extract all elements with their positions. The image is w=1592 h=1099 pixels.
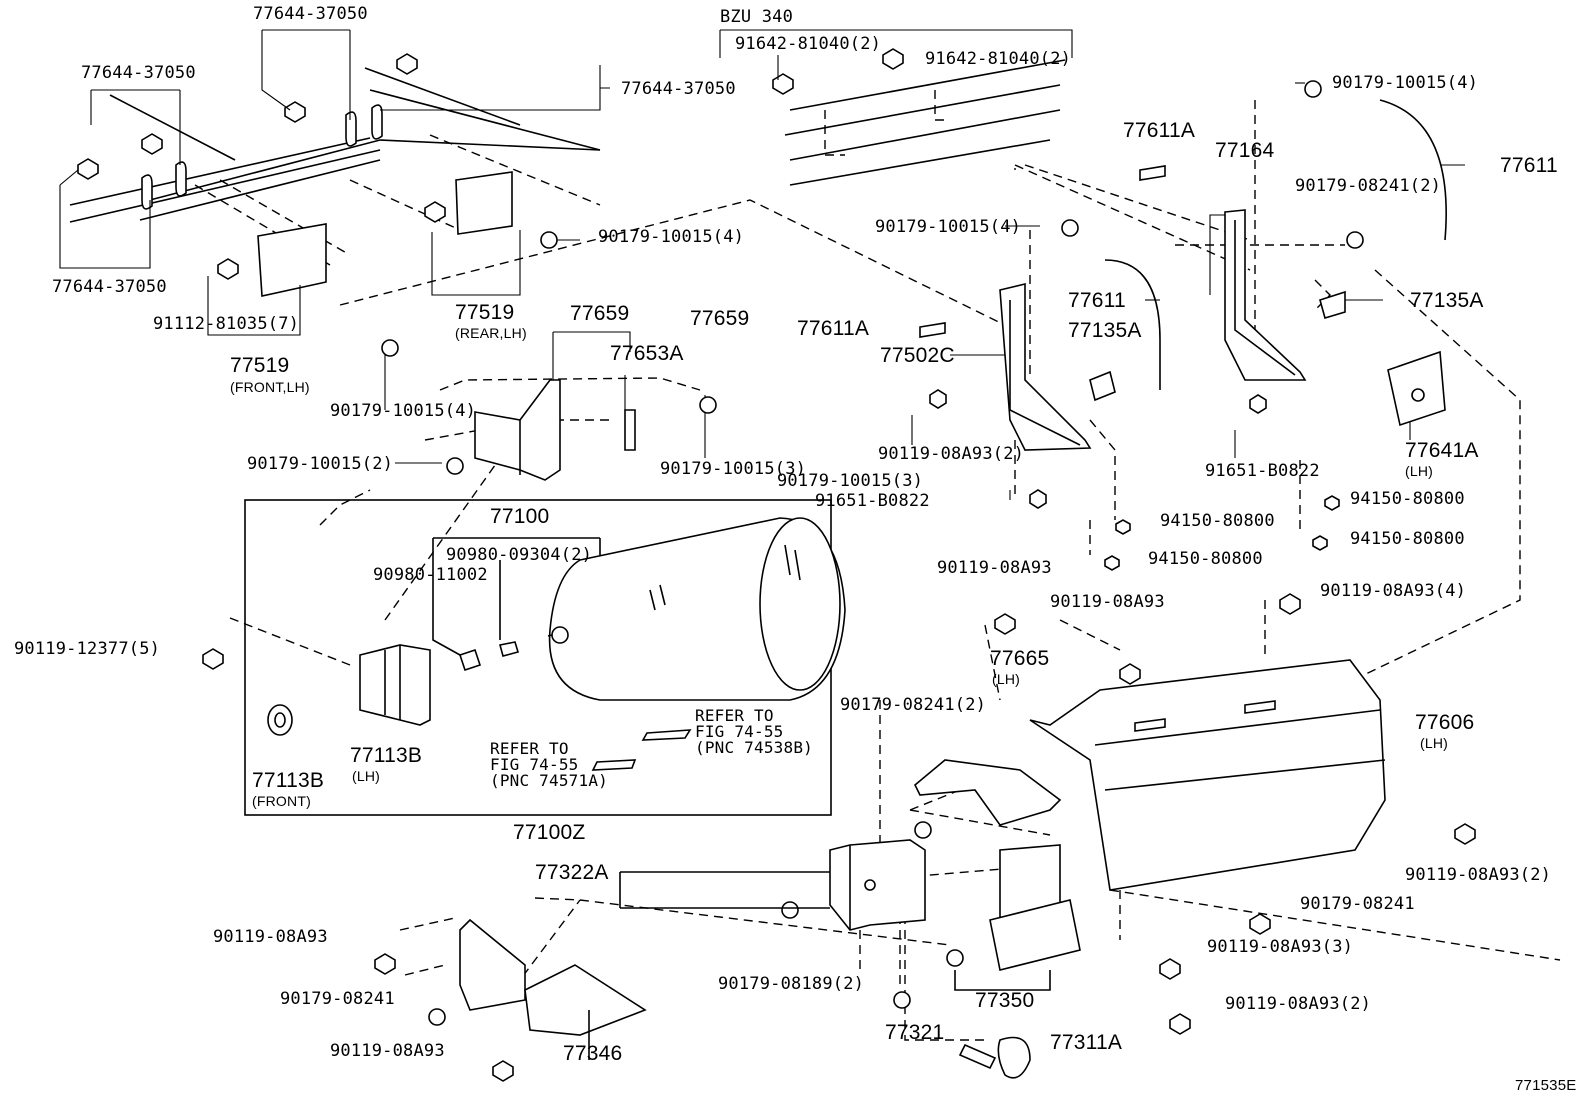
part-label: 90179-10015(3)	[777, 471, 924, 491]
part-label: 77611	[1068, 289, 1126, 312]
part-label: 91651-B0822	[815, 491, 930, 511]
bracket-77322A	[619, 839, 1081, 1009]
part-label: 90119-08A93	[937, 558, 1052, 578]
part-label: 90179-10015(4)	[875, 217, 1022, 237]
bracket-77346	[374, 918, 647, 1082]
part-label: 77346	[563, 1042, 623, 1065]
cng-cylinder-77100	[432, 517, 846, 771]
part-label: 77641A	[1405, 439, 1479, 462]
part-label: 77611A	[797, 317, 870, 340]
part-label: 90179-10015(4)	[1332, 73, 1479, 93]
part-label: 91642-81040(2)	[925, 49, 1072, 69]
part-sublabel: (LH)	[1405, 463, 1434, 479]
reference-note: (PNC 74571A)	[490, 771, 608, 790]
valve-77321-77311A	[958, 1036, 1031, 1079]
mounting-plates-77519	[257, 171, 513, 297]
part-label: 90179-08241(2)	[840, 695, 987, 715]
part-label: 90119-08A93(2)	[878, 444, 1025, 464]
part-sublabel: (REAR,LH)	[455, 325, 527, 341]
part-sublabel: (FRONT,LH)	[230, 379, 310, 395]
part-label: 77653A	[610, 342, 684, 365]
part-label: 77644-37050	[52, 277, 167, 297]
part-label: 77606	[1415, 711, 1475, 734]
part-label: 90179-10015(2)	[247, 454, 394, 474]
diagram-id: 771535E	[1515, 1077, 1577, 1094]
part-label: 90119-08A93(2)	[1225, 994, 1372, 1014]
part-sublabel: (LH)	[352, 768, 381, 784]
dashed-connections	[229, 100, 1561, 1041]
part-label: 94150-80800	[1350, 529, 1465, 549]
part-label: 91642-81040(2)	[735, 34, 882, 54]
frame-bracket-77502C	[919, 80, 1447, 571]
part-label: 90179-10015(3)	[660, 459, 807, 479]
part-label: 90179-10015(4)	[330, 401, 477, 421]
part-label: 77611A	[1123, 119, 1196, 142]
part-label: 77611	[1500, 154, 1558, 177]
part-label: 77350	[975, 989, 1035, 1012]
part-label: 90179-08189(2)	[718, 974, 865, 994]
part-label: 77100Z	[513, 821, 586, 844]
reference-note: FIG 74-55	[490, 755, 579, 774]
part-label: 77644-37050	[253, 4, 368, 24]
part-label: 77502C	[880, 344, 955, 367]
part-label: 90119-08A93	[330, 1041, 445, 1061]
reference-note: FIG 74-55	[695, 722, 784, 741]
part-label: 77659	[690, 307, 750, 330]
part-label: 91651-B0822	[1205, 461, 1320, 481]
part-label: 90179-08241	[280, 989, 395, 1009]
leader-lines	[59, 29, 1465, 500]
part-label: 90119-08A93	[213, 927, 328, 947]
part-label: 90119-08A93(3)	[1207, 937, 1354, 957]
part-label: 90119-08A93(4)	[1320, 581, 1467, 601]
part-label: 77135A	[1410, 289, 1484, 312]
part-label: 77135A	[1068, 319, 1142, 342]
bracket-77659	[381, 231, 717, 481]
part-label: 77659	[570, 302, 630, 325]
part-label: 90119-08A93	[1050, 592, 1165, 612]
part-label: 77321	[885, 1021, 945, 1044]
part-label: 77164	[1215, 139, 1275, 162]
part-label: 90119-08A93(2)	[1405, 865, 1552, 885]
part-sublabel: (LH)	[1420, 735, 1449, 751]
part-label: 77113B	[252, 769, 325, 792]
part-label: 94150-80800	[1160, 511, 1275, 531]
bzu340-rails	[772, 48, 1066, 186]
part-label: 77100	[490, 505, 550, 528]
part-label: 94150-80800	[1148, 549, 1263, 569]
part-sublabel: (FRONT)	[252, 793, 311, 809]
part-label: 77665	[990, 647, 1050, 670]
part-label: 90980-09304(2)	[446, 545, 593, 565]
part-label: 77519	[455, 301, 515, 324]
part-label: 90119-12377(5)	[14, 639, 161, 659]
part-label: 77113B	[350, 744, 423, 767]
part-sublabel: (LH)	[992, 671, 1021, 687]
part-label: 90179-08241(2)	[1295, 176, 1442, 196]
part-label: 90179-10015(4)	[598, 227, 745, 247]
frame-rail-left	[69, 67, 601, 266]
part-label: 90980-11002	[373, 565, 488, 585]
bracket-77665	[914, 613, 1141, 839]
part-label: 77644-37050	[621, 79, 736, 99]
part-label: 77322A	[535, 861, 609, 884]
part-label: 77311A	[1050, 1031, 1123, 1054]
reference-note: REFER TO	[695, 706, 774, 725]
part-label: 77644-37050	[81, 63, 196, 83]
shield-77606	[1029, 593, 1476, 1035]
part-label: 94150-80800	[1350, 489, 1465, 509]
mount-bracket-77113B	[202, 644, 431, 736]
reference-note: (PNC 74538B)	[695, 738, 813, 757]
reference-note: REFER TO	[490, 739, 569, 758]
box-header-label: BZU 340	[720, 7, 794, 27]
part-label: 91112-81035(7)	[153, 314, 300, 334]
part-label: 90179-08241	[1300, 894, 1415, 914]
part-label: 77519	[230, 354, 290, 377]
